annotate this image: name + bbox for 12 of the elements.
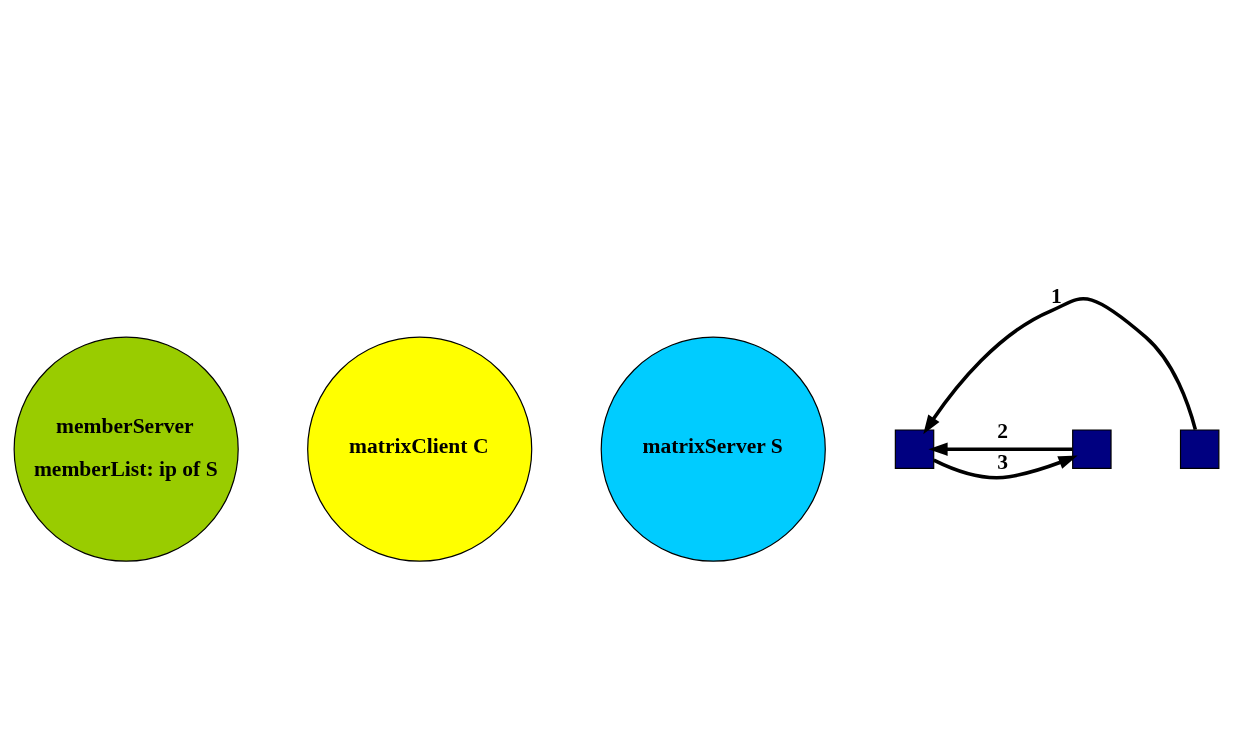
- node-box: [1179, 429, 1220, 469]
- node-box: [894, 429, 935, 469]
- node-circle: memberServer memberList: ip of S: [13, 336, 239, 562]
- node-box: [1072, 429, 1112, 469]
- node-circle: matrixClient C: [307, 336, 533, 562]
- arrow: [933, 455, 1078, 480]
- edge-label: 3: [997, 449, 1008, 474]
- edge-label: 2: [997, 418, 1008, 443]
- arrow: [923, 297, 1198, 435]
- edge-label: 1: [1051, 283, 1062, 308]
- node-circle: matrixServer S: [600, 336, 826, 562]
- arrow: [928, 442, 1073, 456]
